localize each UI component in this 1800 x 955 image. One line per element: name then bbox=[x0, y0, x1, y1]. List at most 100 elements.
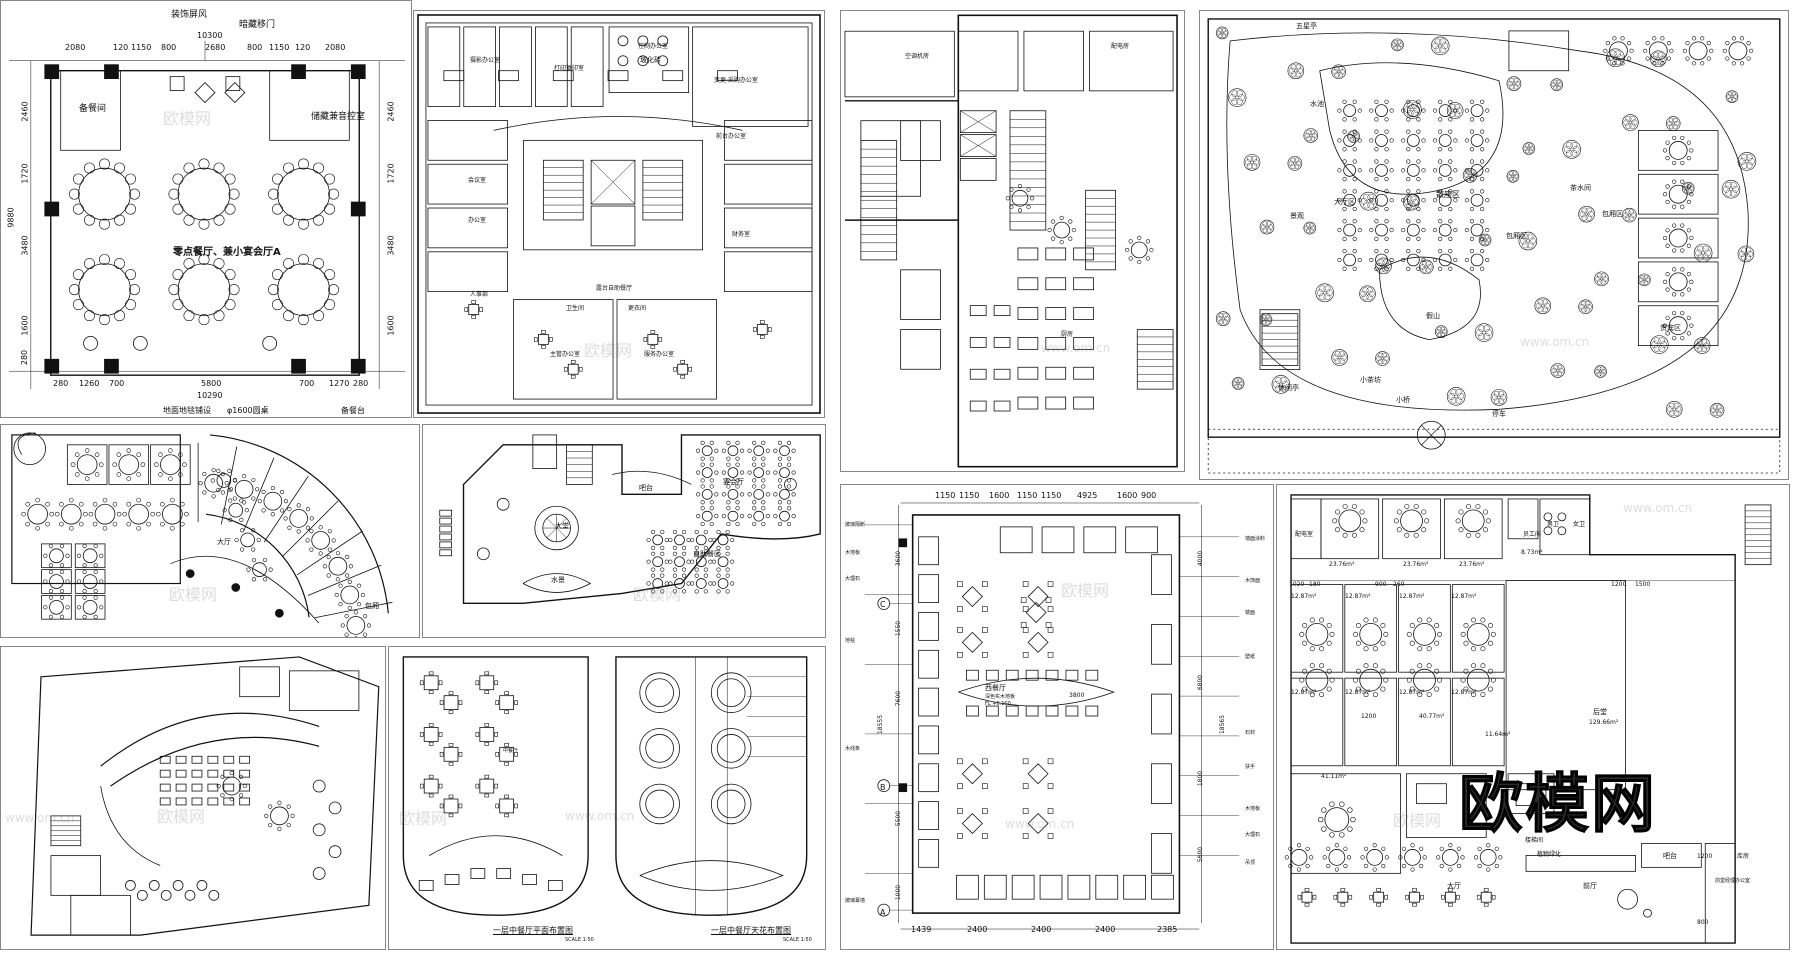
chair bbox=[93, 563, 98, 568]
chair bbox=[1419, 846, 1424, 851]
panel-chinese-restaurant: 一层中餐厅平面布置图 SCALE 1:50 一层中餐厅天花布置图 SCALE 1… bbox=[388, 646, 826, 950]
chair bbox=[114, 162, 125, 174]
chair bbox=[791, 448, 796, 453]
chair bbox=[1486, 867, 1491, 872]
chair bbox=[65, 553, 70, 558]
chair bbox=[1662, 235, 1668, 241]
chair bbox=[1374, 236, 1379, 241]
chair bbox=[279, 489, 285, 495]
chair bbox=[1680, 311, 1685, 316]
tree-leaf bbox=[1484, 240, 1489, 245]
chair bbox=[183, 310, 195, 322]
private-room bbox=[1398, 584, 1451, 673]
tree-leaf bbox=[1476, 329, 1483, 336]
chair bbox=[681, 567, 687, 572]
chair bbox=[1409, 668, 1415, 674]
right-note-5: 扶手 bbox=[1245, 764, 1256, 770]
chair bbox=[326, 573, 331, 578]
tree-leaf bbox=[1716, 410, 1722, 416]
chair bbox=[298, 218, 309, 230]
chair bbox=[1363, 663, 1369, 669]
table bbox=[993, 368, 1011, 380]
room-meeting: 会议室 bbox=[468, 177, 487, 184]
chair bbox=[1643, 908, 1652, 918]
chair bbox=[1463, 622, 1469, 628]
chair bbox=[211, 494, 216, 499]
chair bbox=[1432, 198, 1438, 203]
table bbox=[993, 305, 1011, 316]
diamond-table bbox=[961, 763, 983, 785]
chair bbox=[1426, 617, 1432, 623]
tree-leaf bbox=[1520, 237, 1527, 245]
chair bbox=[48, 595, 53, 600]
chair bbox=[48, 589, 53, 594]
chair bbox=[735, 506, 740, 511]
tree-leaf bbox=[1485, 237, 1491, 243]
label-ac-room: 空调机房 bbox=[905, 53, 930, 60]
chair bbox=[313, 162, 325, 174]
chair bbox=[1406, 631, 1412, 637]
chair bbox=[198, 314, 210, 326]
chair bbox=[1309, 646, 1315, 652]
label-3: 茶水间 bbox=[1570, 184, 1591, 192]
chair bbox=[74, 472, 80, 477]
tree-leaf bbox=[1425, 261, 1431, 267]
chair bbox=[690, 581, 695, 586]
chair bbox=[726, 521, 731, 527]
dim-bottom-total: 10290 bbox=[197, 391, 223, 400]
ac-room bbox=[844, 30, 955, 98]
chair bbox=[84, 448, 90, 453]
chair bbox=[1389, 257, 1394, 263]
chair bbox=[74, 452, 80, 457]
chair bbox=[1047, 227, 1052, 233]
office-floor-drawing bbox=[417, 14, 821, 414]
chair bbox=[356, 583, 362, 588]
left-note-2: 大理石 bbox=[845, 576, 861, 582]
chair bbox=[220, 774, 225, 779]
chair bbox=[158, 472, 163, 477]
round-table bbox=[1375, 163, 1388, 177]
tree bbox=[1578, 299, 1593, 315]
chair bbox=[777, 440, 783, 445]
watermark-url: www.om.cn bbox=[5, 811, 75, 825]
chair bbox=[1335, 527, 1341, 533]
round-table bbox=[1406, 193, 1420, 207]
mid-2: 11.64m² bbox=[1485, 731, 1511, 738]
room bbox=[74, 569, 106, 594]
watermark-url: www.om.cn bbox=[1041, 341, 1111, 355]
chair bbox=[504, 743, 509, 747]
axis-b: B bbox=[880, 783, 886, 792]
chair bbox=[777, 500, 783, 505]
chair bbox=[786, 456, 792, 461]
chair bbox=[1689, 148, 1694, 153]
chair bbox=[1319, 692, 1325, 698]
chair bbox=[1416, 129, 1421, 134]
chair bbox=[1480, 117, 1485, 122]
column bbox=[274, 608, 284, 618]
chair bbox=[694, 529, 699, 535]
chair bbox=[1416, 236, 1421, 241]
tree-leaf bbox=[1595, 369, 1600, 374]
label-1: 水池 bbox=[1310, 100, 1324, 108]
chair bbox=[761, 478, 766, 483]
table bbox=[175, 797, 187, 806]
tree-leaf bbox=[1601, 369, 1606, 374]
panel-lobby: 大堂 宴会厅 自助餐区 吧台 水景 欧模网 bbox=[422, 424, 826, 638]
chair bbox=[534, 337, 538, 342]
chair bbox=[650, 330, 656, 334]
table bbox=[159, 755, 171, 764]
chair bbox=[277, 826, 282, 832]
table bbox=[159, 769, 171, 778]
chair bbox=[709, 500, 714, 505]
tree bbox=[1522, 142, 1536, 155]
round-table bbox=[701, 488, 713, 500]
tree-leaf bbox=[1448, 393, 1456, 400]
chair bbox=[495, 752, 500, 757]
chair bbox=[1406, 177, 1411, 182]
chair bbox=[1434, 668, 1440, 674]
ceiling-oval bbox=[639, 860, 784, 891]
booth-seat bbox=[918, 536, 939, 566]
tree-leaf bbox=[1667, 406, 1674, 413]
chair bbox=[672, 567, 677, 572]
wc bbox=[637, 35, 649, 47]
